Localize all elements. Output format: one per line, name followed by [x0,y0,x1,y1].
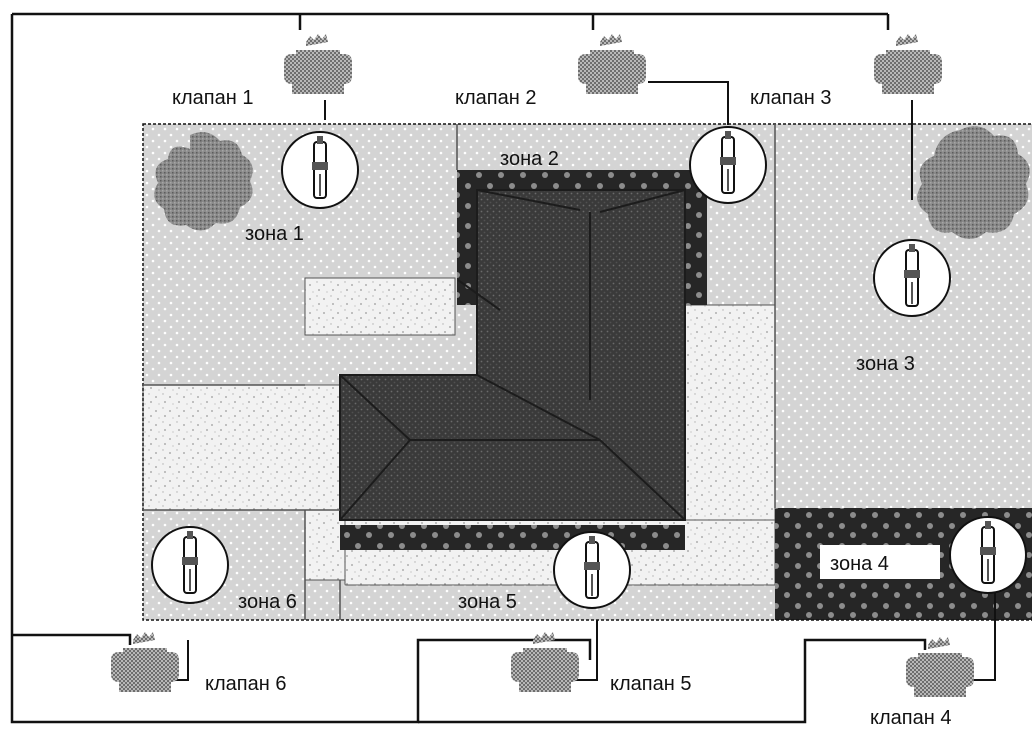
zone-label: зона 5 [458,591,517,613]
tree-icon [917,126,1030,239]
sprinkler-icon [873,239,951,317]
supply-pipe [10,12,927,724]
valve-icon [874,34,942,94]
valve-label: клапан 6 [205,673,286,695]
roof-ridges [339,189,686,521]
valve-icon [284,34,352,94]
valve-label: клапан 3 [750,87,831,109]
zone-label: зона 4 [830,553,889,575]
valve-label: клапан 4 [870,707,951,729]
valve-icon [578,34,646,94]
zone-label: зона 3 [856,353,915,375]
sprinkler-icon [281,131,359,209]
valve-label: клапан 5 [610,673,691,695]
valve-label: клапан 2 [455,87,536,109]
tree-icon [154,132,253,231]
sprinkler-icon [151,526,229,604]
zone-label: зона 2 [500,148,559,170]
zone-label: зона 6 [238,591,297,613]
sprinkler-icon [949,516,1027,594]
valve-icon [111,632,179,692]
flowerbed-front [340,525,685,550]
valve-label: клапан 1 [172,87,253,109]
zone-boundaries [142,123,1032,621]
sprinkler-icon [689,126,767,204]
sprinkler-icon [553,531,631,609]
zone-label: зона 1 [245,223,304,245]
zone4-label-box [820,545,940,579]
valve-icon [906,637,974,697]
